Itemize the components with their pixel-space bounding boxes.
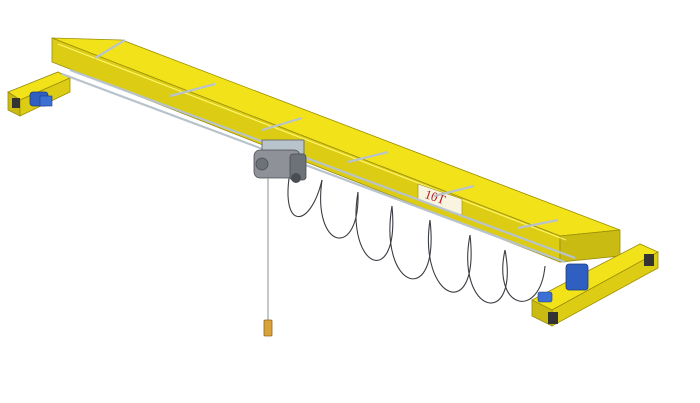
hook-block-icon (263, 319, 273, 337)
left-wheel-icon (12, 98, 20, 108)
main-girder (51, 37, 621, 263)
right-drive-motor (537, 263, 589, 303)
drive-motor-icon (565, 263, 589, 291)
left-drive-motor (29, 91, 53, 107)
right-end-truck (531, 243, 659, 327)
hoist-rope (263, 178, 273, 337)
electric-hoist (253, 139, 307, 183)
right-wheel-icon (644, 254, 654, 266)
cable-rail (61, 39, 576, 264)
girder-top (51, 37, 621, 237)
festoon-cables (287, 171, 546, 304)
